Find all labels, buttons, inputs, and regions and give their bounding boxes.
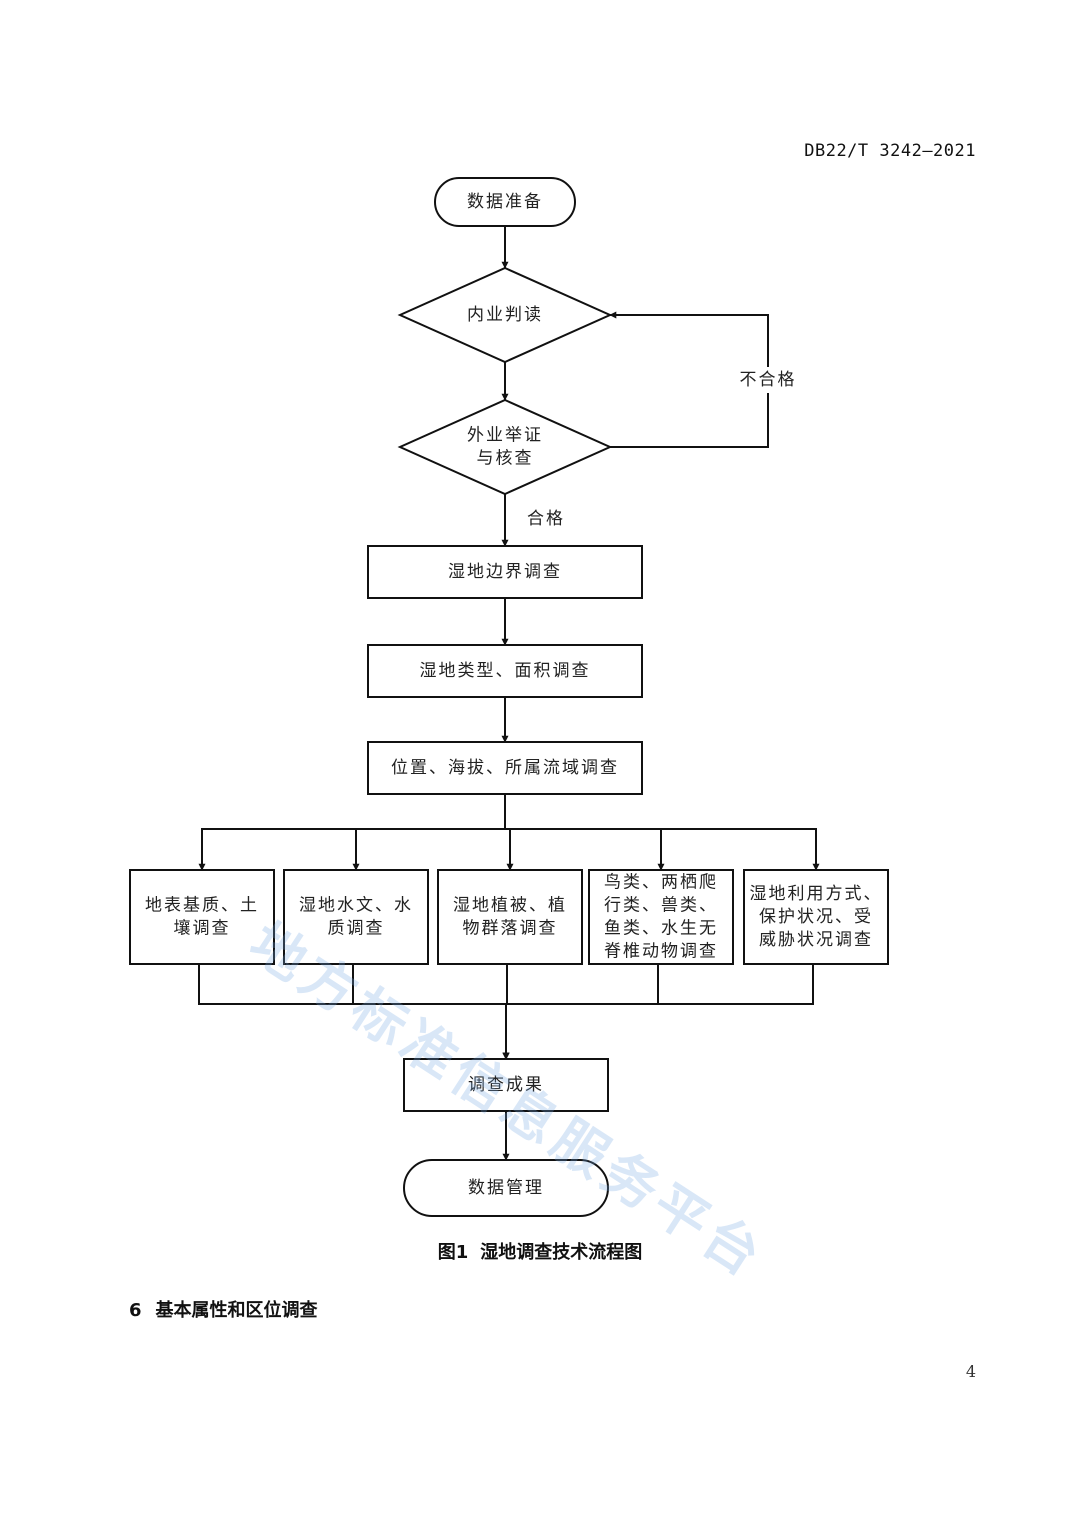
flow-node-label: 湿地水文、水 — [299, 896, 413, 916]
flow-node-label: 质调查 — [328, 919, 385, 939]
flow-node-label: 湿地植被、植 — [453, 896, 567, 916]
flow-node-label: 鸟类、两栖爬 — [604, 873, 718, 893]
flow-edge-location-to-hydrology — [352, 794, 506, 871]
terminal-shape — [434, 177, 576, 227]
flow-node-label: 与核查 — [477, 449, 534, 469]
page-number: 4 — [965, 1362, 976, 1381]
flow-node-label: 脊椎动物调查 — [604, 942, 718, 962]
flow-edge-label: 合格 — [527, 509, 565, 529]
flow-node-location: 位置、海拔、所属流域调查 — [367, 741, 643, 795]
process-shape — [367, 741, 643, 795]
process-shape — [367, 545, 643, 599]
flow-node-label: 数据管理 — [468, 1178, 544, 1198]
flow-node-type-area: 湿地类型、面积调查 — [367, 644, 643, 698]
flow-edge-hydrology-to-results — [352, 964, 510, 1060]
flow-node-label: 威胁状况调查 — [759, 930, 873, 950]
flow-node-label: 湿地边界调查 — [448, 562, 562, 582]
flow-node-interpret: 内业判读 — [397, 266, 613, 364]
flow-node-label: 保护状况、受 — [759, 907, 873, 927]
flow-node-label: 物群落调查 — [463, 919, 558, 939]
process-shape — [588, 869, 734, 965]
flow-node-manage: 数据管理 — [403, 1159, 609, 1217]
flow-edge-location-to-fauna — [504, 794, 665, 871]
process-shape — [437, 869, 583, 965]
standard-code: DB22/T 3242—2021 — [804, 141, 976, 161]
section-number: 6 — [129, 1300, 142, 1321]
flow-node-label: 内业判读 — [467, 305, 543, 325]
flow-edge-fauna-to-results — [502, 964, 659, 1060]
flow-node-label: 鱼类、水生无 — [604, 919, 718, 939]
flowchart-edges — [198, 226, 820, 1161]
process-shape — [129, 869, 275, 965]
process-shape — [283, 869, 429, 965]
flow-node-label: 湿地类型、面积调查 — [420, 661, 591, 681]
terminal-shape — [403, 1159, 609, 1217]
flow-node-label: 调查成果 — [468, 1075, 544, 1095]
section-title: 基本属性和区位调查 — [155, 1300, 318, 1321]
process-shape — [743, 869, 889, 965]
flow-node-label: 湿地利用方式、 — [750, 884, 883, 904]
figure-number: 图1 — [437, 1242, 469, 1263]
flow-node-label: 地表基质、土 — [145, 896, 259, 916]
figure-caption: 图1 湿地调查技术流程图 — [0, 1238, 1080, 1264]
process-shape — [403, 1058, 609, 1112]
edge-label-background — [736, 367, 800, 393]
flow-node-label: 外业举证 — [467, 426, 543, 446]
flow-node-label: 位置、海拔、所属流域调查 — [391, 758, 619, 778]
figure-title: 湿地调查技术流程图 — [480, 1242, 643, 1263]
decision-shape — [397, 398, 613, 496]
flow-node-label: 壤调查 — [174, 918, 231, 939]
flow-node-results: 调查成果 — [403, 1058, 609, 1112]
section-heading: 6 基本属性和区位调查 — [129, 1296, 332, 1322]
flowchart-nodes: 数据准备内业判读外业举证与核查湿地边界调查湿地类型、面积调查位置、海拔、所属流域… — [129, 177, 889, 1217]
flow-node-label: 数据准备 — [467, 192, 543, 212]
flow-edge-location-to-substrate — [198, 794, 506, 871]
flow-node-start: 数据准备 — [434, 177, 576, 227]
flow-edge-label: 不合格 — [740, 370, 797, 390]
flow-node-boundary: 湿地边界调查 — [367, 545, 643, 599]
flow-edge-utilization-to-results — [502, 964, 814, 1060]
decision-shape — [397, 266, 613, 364]
flow-node-label: 行类、兽类、 — [604, 896, 718, 916]
process-shape — [367, 644, 643, 698]
